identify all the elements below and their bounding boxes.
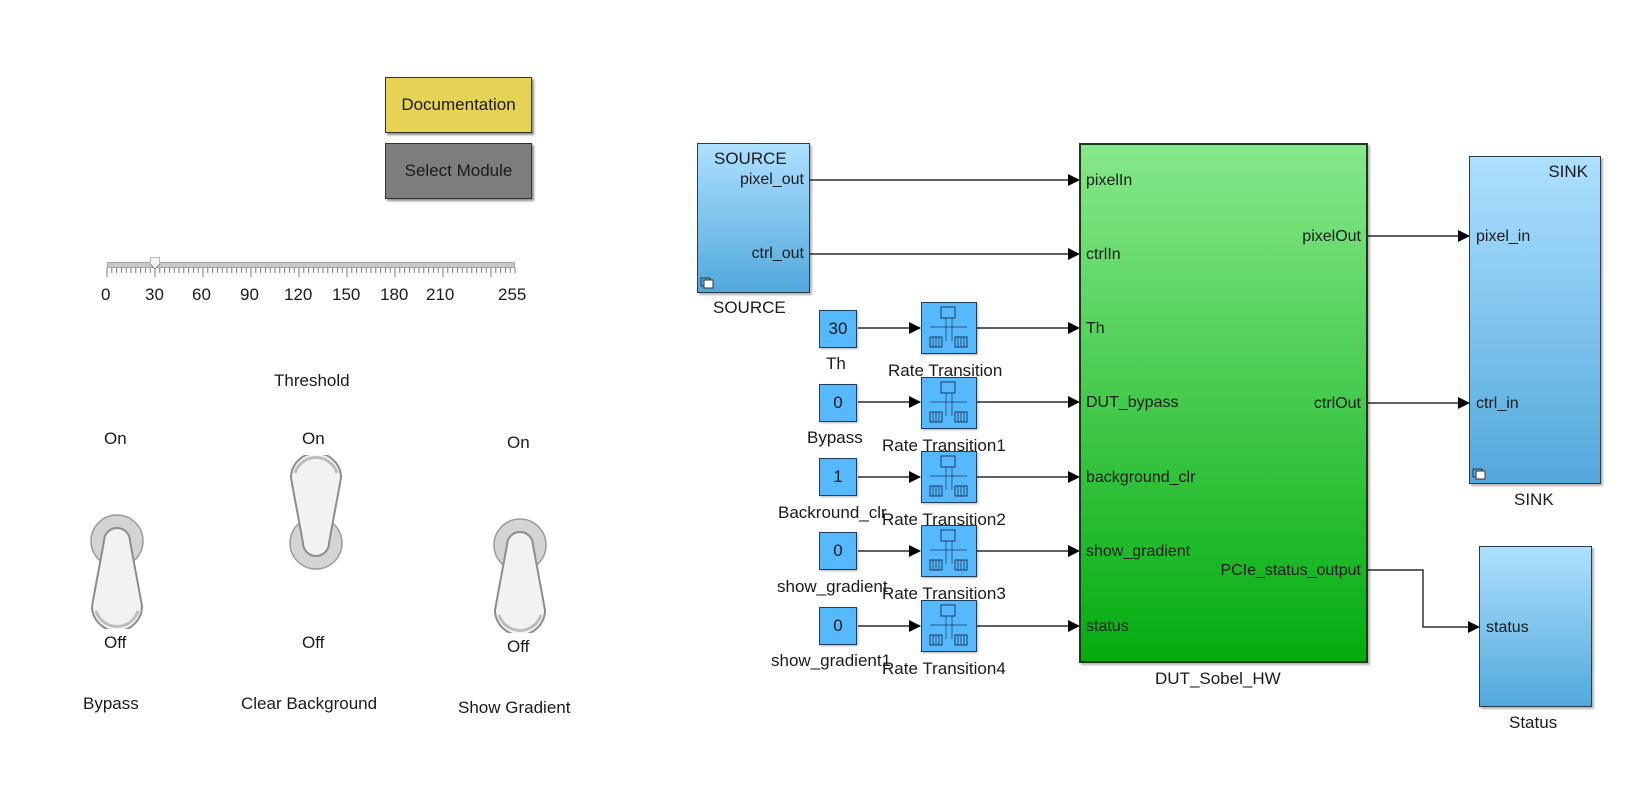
sink-block[interactable]: SINK pixel_in ctrl_in [1469, 156, 1601, 484]
show-gradient-off-label: Off [507, 637, 530, 656]
constant-th[interactable]: 30 [819, 310, 857, 348]
bypass-toggle-switch[interactable] [84, 511, 150, 629]
constant-show-gradient[interactable]: 0 [819, 532, 857, 570]
dut-in-background-clr: background_clr [1086, 469, 1196, 486]
threshold-tick-255: 255 [498, 285, 527, 304]
threshold-tick-150: 150 [332, 285, 361, 304]
select-module-button[interactable]: Select Module [385, 143, 532, 199]
dut-in-th: Th [1086, 320, 1105, 337]
rate-transition2-name: Rate Transition2 [882, 510, 1006, 529]
constant-show-gradient1-name: show_gradient1 [771, 651, 892, 670]
constant-backround-clr[interactable]: 1 [819, 458, 857, 496]
clear-background-switch-label: Clear Background [241, 694, 378, 713]
rate-transition4-name: Rate Transition4 [882, 659, 1006, 678]
dut-in-show-gradient: show_gradient [1086, 543, 1191, 560]
source-port-pixel-out: pixel_out [739, 171, 804, 188]
rate-transition-name: Rate Transition [888, 361, 1003, 380]
constant-show-gradient1[interactable]: 0 [819, 607, 857, 645]
threshold-tick-180: 180 [380, 285, 409, 304]
rate-transition-icon [929, 604, 968, 646]
bypass-off-label: Off [104, 633, 127, 652]
subsystem-link-icon [1472, 468, 1486, 480]
wire-pcie-status-to-status [1368, 569, 1480, 633]
constant-backround-clr-name: Backround_clr [778, 503, 887, 522]
constant-th-name: Th [826, 354, 846, 373]
clear-bg-off-label: Off [302, 633, 325, 652]
rate-transition1-name: Rate Transition1 [882, 436, 1006, 455]
show-gradient-switch-label: Show Gradient [458, 698, 571, 717]
rate-transition3-block[interactable] [921, 525, 977, 577]
bypass-switch-label: Bypass [83, 694, 139, 713]
dut-in-ctrlin: ctrlIn [1086, 246, 1121, 263]
subsystem-link-icon [700, 277, 714, 289]
rate-transition3-name: Rate Transition3 [882, 584, 1006, 603]
dut-out-pcie-status-output: PCIe_status_output [1220, 562, 1361, 579]
sink-port-pixel-in: pixel_in [1476, 228, 1531, 245]
rate-transition2-block[interactable] [921, 451, 977, 503]
dut-out-pixelout: pixelOut [1302, 228, 1361, 245]
show-gradient-toggle-switch[interactable] [487, 515, 553, 633]
source-block-name: SOURCE [713, 298, 786, 317]
sink-title: SINK [1548, 162, 1588, 181]
constant-show-gradient-name: show_gradient [777, 577, 888, 596]
threshold-tick-90: 90 [240, 285, 259, 304]
rate-transition-block[interactable] [921, 302, 977, 354]
dut-in-pixelin: pixelIn [1086, 172, 1133, 189]
source-port-ctrl-out: ctrl_out [751, 245, 804, 262]
sink-port-ctrl-in: ctrl_in [1476, 395, 1519, 412]
threshold-tick-210: 210 [426, 285, 455, 304]
dut-in-dut-bypass: DUT_bypass [1086, 394, 1179, 411]
documentation-button-label: Documentation [401, 95, 516, 114]
status-block[interactable]: status [1479, 546, 1592, 707]
source-block[interactable]: SOURCE pixel_out ctrl_out [697, 143, 810, 293]
sink-block-name: SINK [1514, 490, 1554, 509]
clear-bg-on-label: On [302, 429, 325, 448]
slider-ticks [106, 268, 516, 277]
rate-transition-icon [929, 529, 968, 571]
threshold-tick-30: 30 [145, 285, 164, 304]
threshold-tick-60: 60 [192, 285, 211, 304]
select-module-button-label: Select Module [404, 161, 513, 180]
documentation-button[interactable]: Documentation [385, 77, 532, 133]
dut-out-ctrlout: ctrlOut [1313, 395, 1361, 412]
dut-block-name: DUT_Sobel_HW [1155, 669, 1281, 688]
constant-backround-clr-value: 1 [833, 467, 843, 486]
rate-transition-icon [929, 306, 968, 348]
dut-in-status: status [1086, 618, 1129, 635]
constant-bypass-value: 0 [833, 393, 843, 412]
constant-show-gradient-value: 0 [833, 541, 843, 560]
status-port: status [1486, 619, 1529, 636]
clear-background-toggle-switch[interactable] [283, 455, 349, 573]
slider-thumb[interactable] [149, 256, 161, 270]
threshold-tick-0: 0 [101, 285, 111, 304]
dut-sobel-hw-block[interactable]: pixelIn ctrlIn Th DUT_bypass background_… [1079, 143, 1368, 663]
threshold-label: Threshold [274, 371, 350, 390]
bypass-on-label: On [104, 429, 127, 448]
threshold-tick-120: 120 [284, 285, 313, 304]
constant-bypass[interactable]: 0 [819, 384, 857, 422]
status-block-name: Status [1509, 713, 1558, 732]
slider-track [107, 262, 515, 268]
rate-transition-icon [929, 455, 968, 497]
constant-bypass-name: Bypass [807, 428, 863, 447]
constant-th-value: 30 [828, 319, 848, 338]
source-title: SOURCE [714, 149, 787, 168]
constant-show-gradient1-value: 0 [833, 616, 843, 635]
rate-transition1-block[interactable] [921, 377, 977, 429]
rate-transition4-block[interactable] [921, 600, 977, 652]
threshold-slider[interactable] [100, 250, 520, 310]
show-gradient-on-label: On [507, 433, 530, 452]
rate-transition-icon [929, 381, 968, 423]
